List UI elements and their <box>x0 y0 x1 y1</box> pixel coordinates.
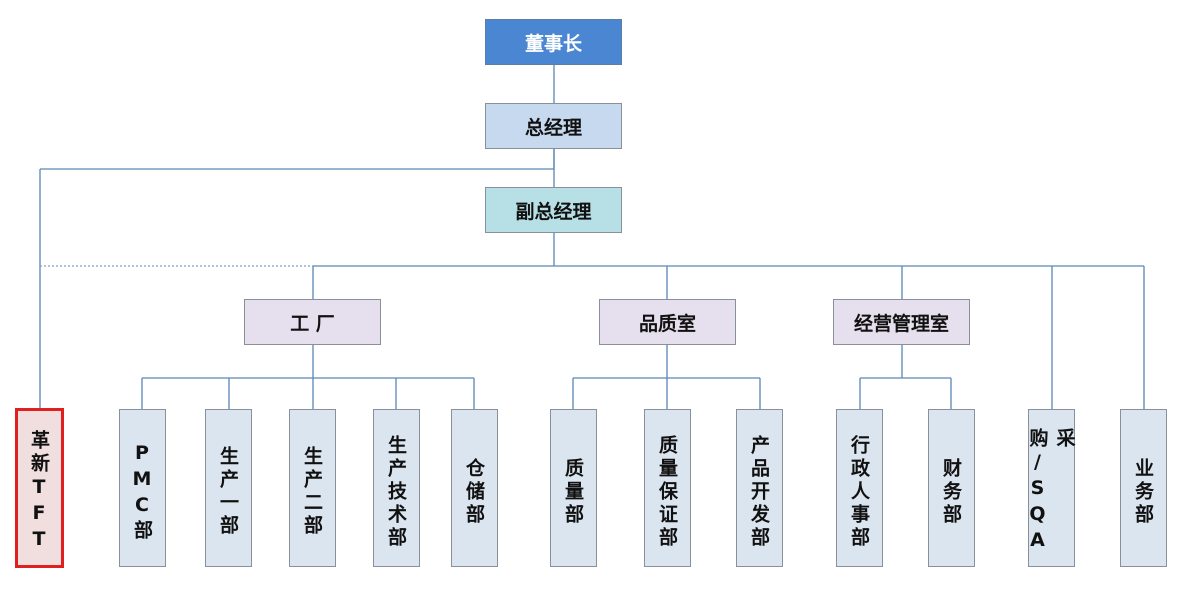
quality-office-label: 品质室 <box>638 312 696 335</box>
dept-business-box: 业务部 <box>1120 409 1167 567</box>
operations-office-label: 经营管理室 <box>853 312 949 335</box>
dept-prod-tech-label: 生产技术部 <box>385 434 407 550</box>
dept-prod1-label: 生产一部 <box>217 446 239 538</box>
dept-tft-box: 革新TFT <box>15 408 64 568</box>
chairman-box: 董事长 <box>485 19 622 65</box>
general-manager-box: 总经理 <box>485 103 622 149</box>
dept-purchasing-label: 采购/SQA <box>1026 428 1076 555</box>
dept-quality-box: 质量部 <box>550 409 597 567</box>
dept-admin-hr-box: 行政人事部 <box>836 409 883 567</box>
dept-finance-box: 财务部 <box>928 409 975 567</box>
dept-prod2-label: 生产二部 <box>301 446 323 538</box>
factory-box: 工 厂 <box>244 299 381 345</box>
dept-product-dev-box: 产品开发部 <box>736 409 783 567</box>
dept-tft-label: 革新TFT <box>28 430 50 554</box>
dept-prod2-box: 生产二部 <box>289 409 336 567</box>
dept-purchasing-box: 采购/SQA <box>1027 409 1076 567</box>
dept-pmc-box: PMC部 <box>119 409 166 567</box>
dept-qa-box: 质量保证部 <box>644 409 691 567</box>
dept-finance-label: 财务部 <box>940 457 962 527</box>
dept-prod-tech-box: 生产技术部 <box>373 409 420 567</box>
general-manager-label: 总经理 <box>524 116 582 139</box>
quality-office-box: 品质室 <box>599 299 736 345</box>
dept-pmc-label: PMC部 <box>131 441 153 543</box>
dept-business-label: 业务部 <box>1132 457 1154 527</box>
dept-admin-hr-label: 行政人事部 <box>848 434 870 550</box>
deputy-general-manager-box: 副总经理 <box>485 187 622 233</box>
deputy-general-manager-label: 副总经理 <box>515 200 592 223</box>
dept-quality-label: 质量部 <box>562 457 584 527</box>
chairman-label: 董事长 <box>524 32 582 55</box>
dept-qa-label: 质量保证部 <box>656 434 678 550</box>
dept-prod1-box: 生产一部 <box>205 409 252 567</box>
factory-label: 工 厂 <box>290 312 335 335</box>
dept-warehouse-box: 仓储部 <box>451 409 498 567</box>
dept-warehouse-label: 仓储部 <box>463 457 485 527</box>
dept-product-dev-label: 产品开发部 <box>748 434 770 550</box>
operations-office-box: 经营管理室 <box>833 299 970 345</box>
